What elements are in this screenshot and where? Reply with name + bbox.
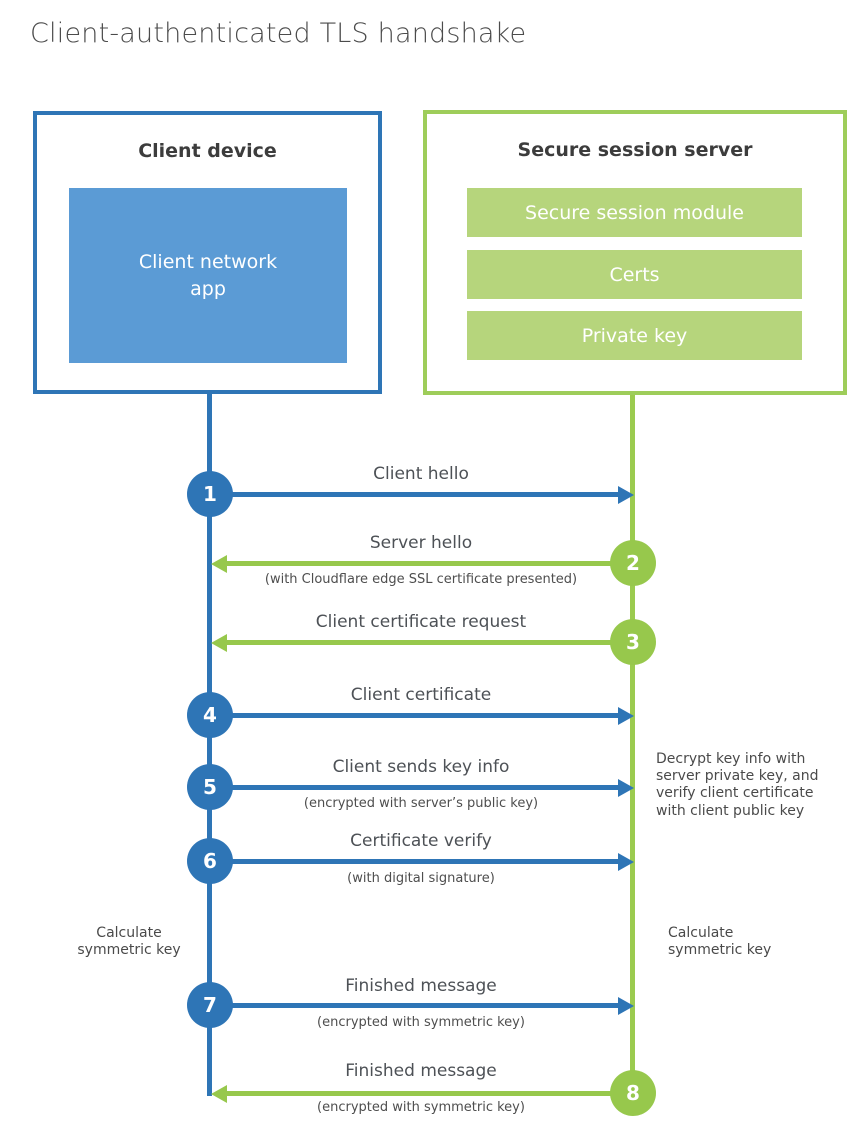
message-label-6: Certificate verify [350,831,492,851]
arrow-head-right-icon [618,997,634,1015]
step-circle-2: 2 [610,540,656,586]
message-arrow-7 [210,1003,618,1008]
calculate-symmetric-key-right: Calculate symmetric key [668,925,772,959]
message-subtitle-8: (encrypted with symmetric key) [317,1100,525,1115]
message-label-8: Finished message [345,1061,497,1081]
message-subtitle-6: (with digital signature) [347,871,495,886]
server-module-certs: Certs [467,250,802,299]
message-arrow-8 [227,1091,633,1096]
secure-session-server-title: Secure session server [517,139,753,161]
step-circle-3: 3 [610,619,656,665]
message-arrow-6 [210,859,618,864]
message-label-4: Client certificate [350,685,492,705]
arrow-head-left-icon [211,634,227,652]
step-circle-8: 8 [610,1070,656,1116]
arrow-head-right-icon [618,779,634,797]
page-title: Client-authenticated TLS handshake [30,18,527,49]
message-arrow-5 [210,785,618,790]
client-network-app-box: Client network app [69,188,347,363]
message-arrow-3 [227,640,633,645]
arrow-head-left-icon [211,1085,227,1103]
message-arrow-1 [210,492,618,497]
message-label-1: Client hello [373,464,469,484]
step-circle-6: 6 [187,838,233,884]
arrow-head-left-icon [211,555,227,573]
message-label-2: Server hello [369,533,473,553]
arrow-head-right-icon [618,707,634,725]
message-subtitle-5: (encrypted with server’s public key) [303,796,539,811]
arrow-head-right-icon [618,853,634,871]
arrow-head-right-icon [618,486,634,504]
server-lifeline [630,395,635,1093]
message-subtitle-7: (encrypted with symmetric key) [317,1015,525,1030]
message-label-7: Finished message [345,976,497,996]
message-subtitle-2: (with Cloudflare edge SSL certificate pr… [264,572,578,587]
client-lifeline [207,393,212,1096]
message-arrow-2 [227,561,633,566]
decrypt-key-note: Decrypt key info with server private key… [656,751,819,819]
step-circle-1: 1 [187,471,233,517]
client-device-title: Client device [138,140,277,162]
message-arrow-4 [210,713,618,718]
step-circle-4: 4 [187,692,233,738]
message-label-3: Client certificate request [315,612,527,632]
server-module-secure-session: Secure session module [467,188,802,237]
calculate-symmetric-key-left: Calculate symmetric key [77,925,181,959]
step-circle-5: 5 [187,764,233,810]
server-module-private-key: Private key [467,311,802,360]
step-circle-7: 7 [187,982,233,1028]
message-label-5: Client sends key info [332,757,510,777]
